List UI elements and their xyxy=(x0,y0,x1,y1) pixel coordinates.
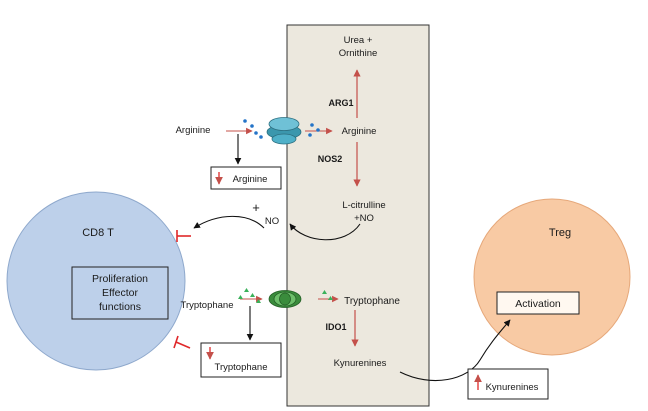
ornithine-label: Ornithine xyxy=(339,48,378,59)
citrulline-label: L-citrulline xyxy=(342,200,385,211)
arginine-inner-label: Arginine xyxy=(342,126,377,137)
plus-sign: + xyxy=(252,200,260,215)
ido1-label: IDO1 xyxy=(325,322,346,332)
urea-label: Urea + xyxy=(344,35,373,46)
cd8-box-line3: functions xyxy=(99,301,141,313)
kynurenines-inner-label: Kynurenines xyxy=(334,358,387,369)
arginine-dots xyxy=(243,119,320,139)
no-to-cd8-arrow xyxy=(193,215,265,229)
treg-cell xyxy=(473,198,631,356)
nos2-label: NOS2 xyxy=(318,154,343,164)
no-inner-label: +NO xyxy=(354,213,374,224)
inhibit-arginine-icon xyxy=(176,230,191,242)
kynurenines-to-treg-arrow xyxy=(399,319,511,381)
cd8-function-box xyxy=(71,266,169,320)
tryptophane-dots xyxy=(238,288,333,303)
treg-activation-box xyxy=(496,291,580,315)
arginine-box-label: Arginine xyxy=(233,174,268,185)
inhibit-tryptophane-icon xyxy=(173,335,191,349)
no-outer-label: NO xyxy=(265,216,279,227)
treg-box-label: Activation xyxy=(515,298,561,310)
arginine-transporter-icon xyxy=(266,117,302,145)
cd8-box-line1: Proliferation xyxy=(92,273,148,285)
arg1-label: ARG1 xyxy=(328,98,353,108)
kynurenines-box xyxy=(467,368,549,400)
arginine-depleted-box xyxy=(210,166,282,190)
cd8-box-line2: Effector xyxy=(102,287,138,299)
no-release-arrow xyxy=(289,223,361,241)
tryptophane-box-label: Tryptophane xyxy=(215,362,268,373)
treg-title: Treg xyxy=(549,227,571,239)
tryptophane-transporter-icon xyxy=(268,290,302,308)
tryptophane-outer-label: Tryptophane xyxy=(181,300,234,311)
arginine-outer-label: Arginine xyxy=(176,125,211,136)
cd8-title: CD8 T xyxy=(82,227,114,239)
tryptophane-depleted-box xyxy=(200,342,282,378)
kynurenines-box-label: Kynurenines xyxy=(486,382,539,393)
cd8-cell xyxy=(6,191,186,371)
tryptophane-inner-label: Tryptophane xyxy=(344,296,400,307)
